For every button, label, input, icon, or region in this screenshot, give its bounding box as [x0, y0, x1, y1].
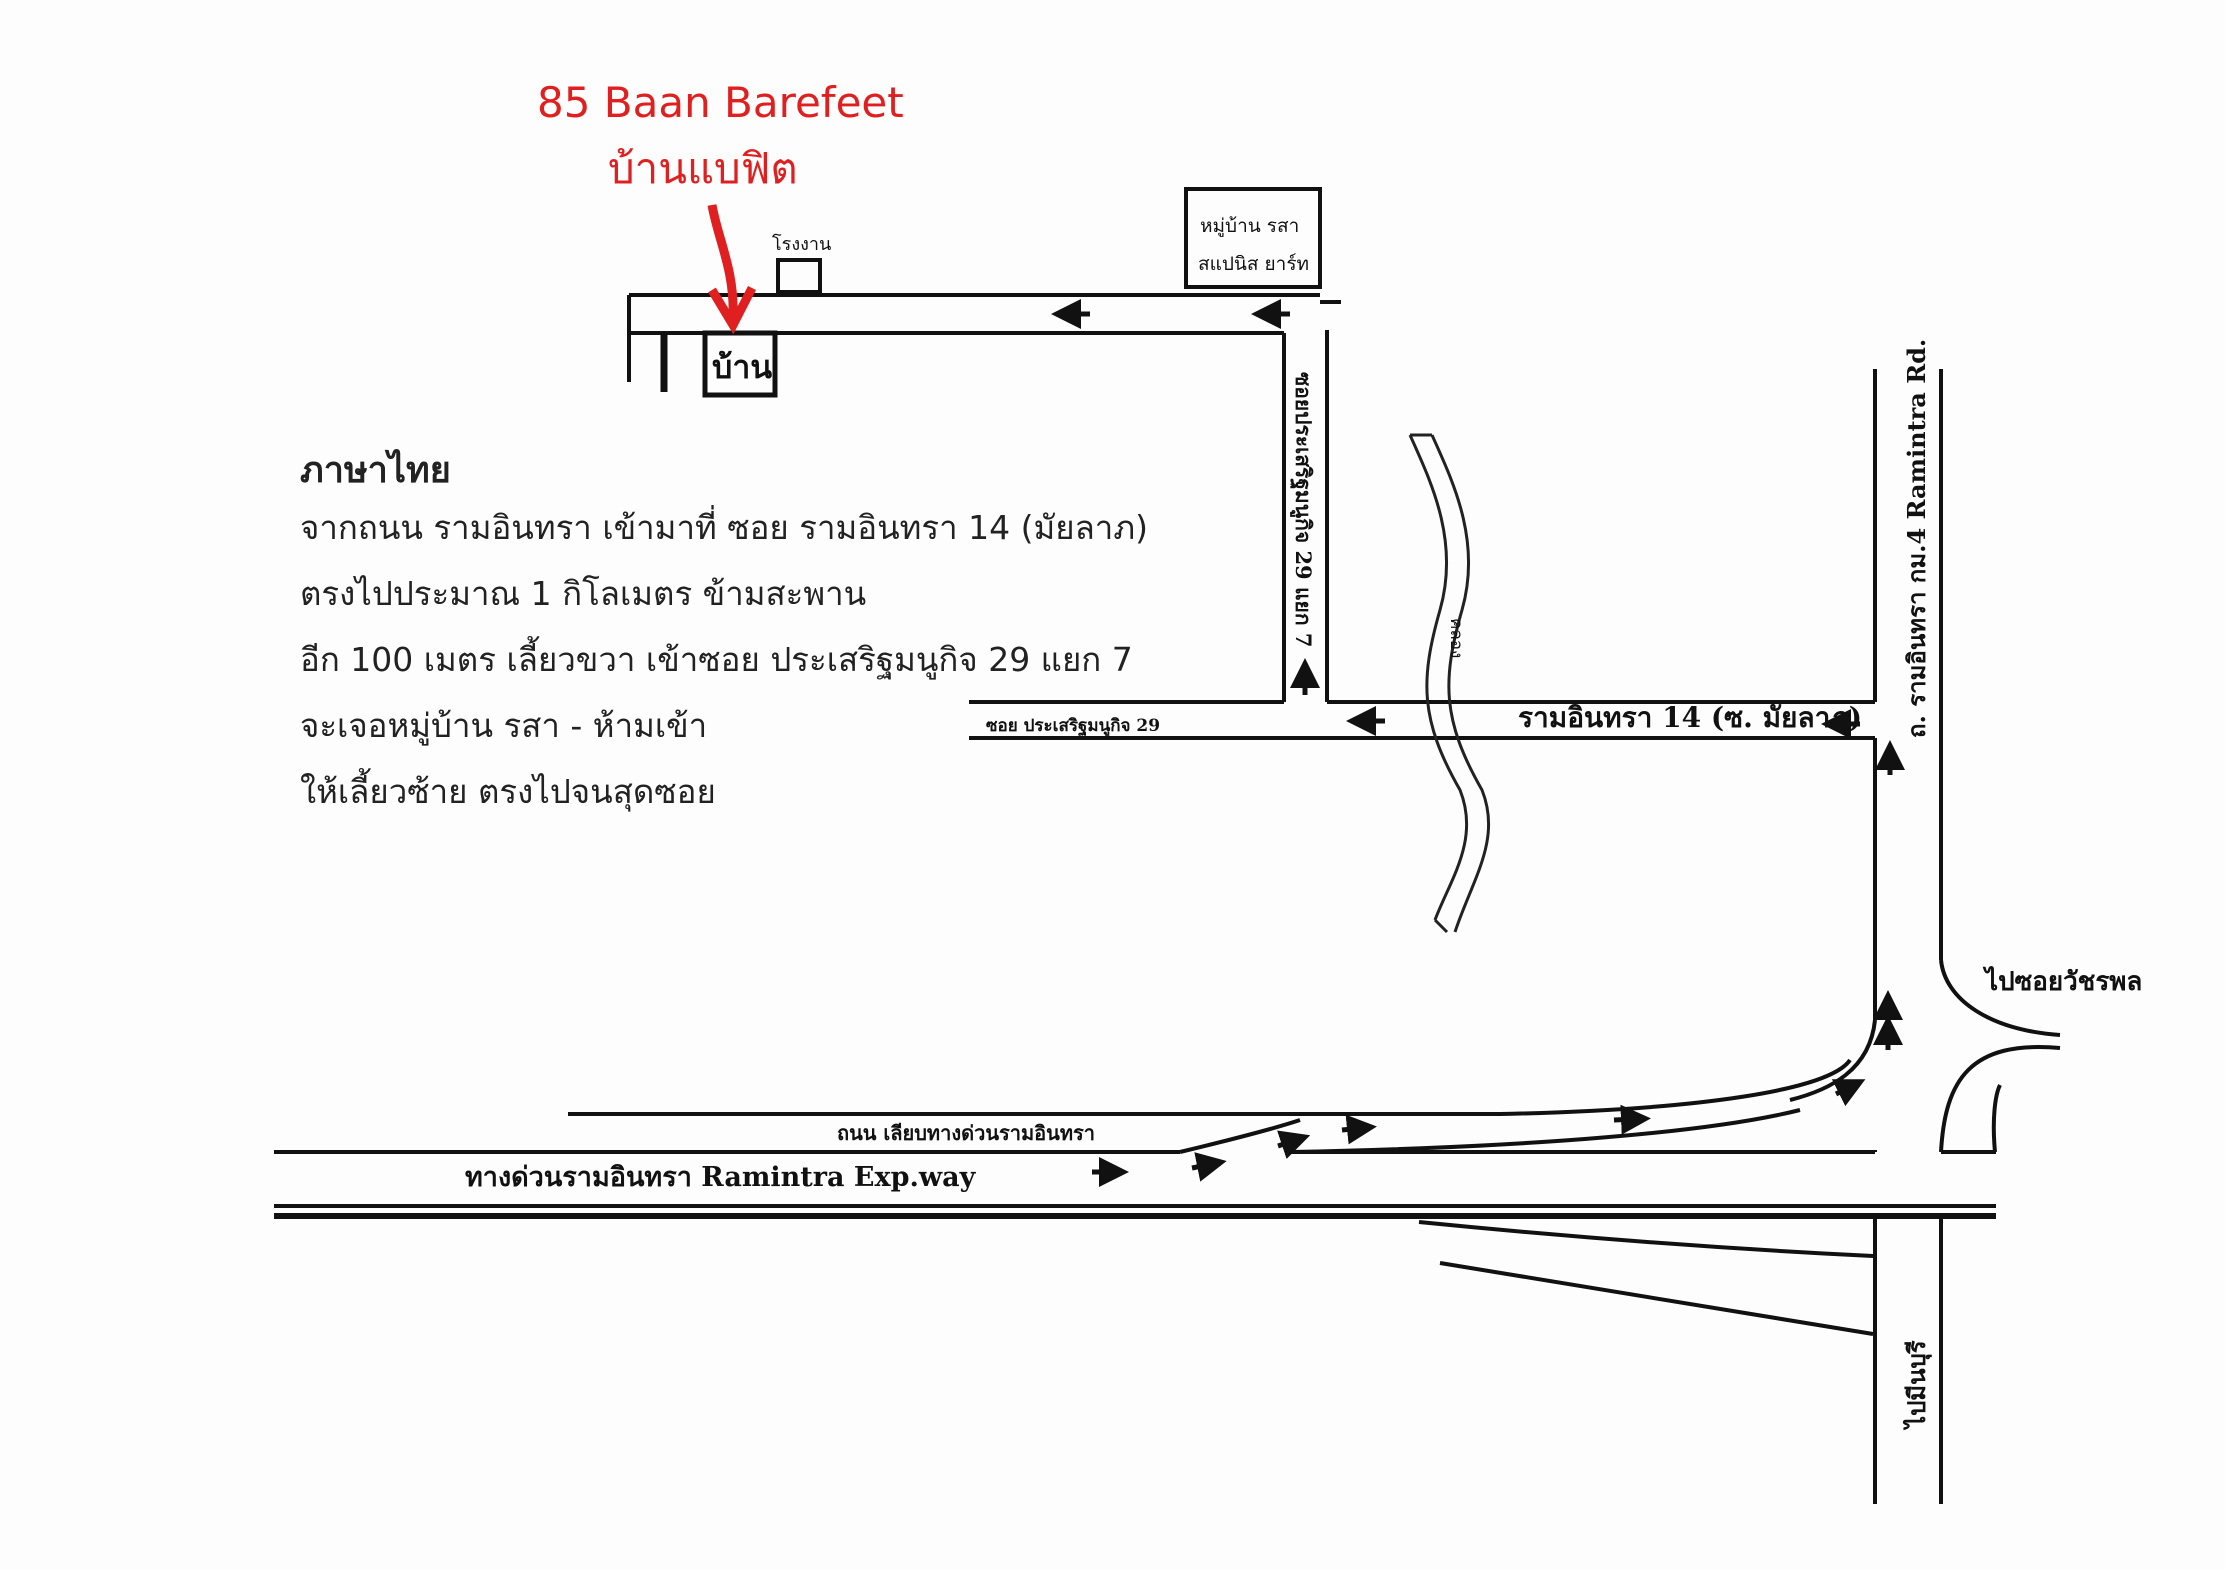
expressway-label: ทางด่วนรามอินทรา Ramintra Exp.way — [465, 1162, 977, 1193]
soi-29-7-road — [1282, 330, 1329, 702]
arrow-right-icon — [1613, 1104, 1651, 1135]
frontage-road-label: ถนน เลียบทางด่วนรามอินทรา — [837, 1121, 1095, 1145]
to-minburi-label: ไปมีนบุรี — [1902, 1340, 1933, 1431]
house-label: บ้าน — [712, 348, 772, 386]
place-title-th: บ้านแบฟิต — [608, 144, 798, 193]
house-marker — [702, 330, 778, 398]
ramintra-rd-label: ถ. รามอินทรา กม.4 Ramintra Rd. — [1902, 339, 1931, 738]
directions-line: จะเจอหมู่บ้าน รสา - ห้ามเข้า — [300, 706, 708, 745]
expressway — [274, 1150, 1996, 1336]
frontage-road — [568, 1058, 1852, 1154]
directions-text: ภาษาไทย จากถนน รามอินทรา เข้ามาที่ ซอย ร… — [300, 445, 1148, 825]
directions-line: อีก 100 เมตร เลี้ยวขวา เข้าซอย ประเสริฐม… — [300, 640, 1133, 679]
to-watcharaphon-label: ไปซอยวัชรพล — [1982, 965, 2142, 997]
village-label-2: สแปนิส ยาร์ท — [1198, 253, 1309, 275]
directions-line: จากถนน รามอินทรา เข้ามาที่ ซอย รามอินทรา… — [300, 508, 1148, 547]
traffic-arrows — [1051, 299, 1905, 1187]
arrow-right-icon — [1191, 1152, 1227, 1182]
arrow-right-icon — [1277, 1130, 1311, 1159]
canal — [1408, 433, 1491, 934]
ramintra-14-road — [969, 700, 1875, 740]
arrow-right-icon — [1831, 1079, 1866, 1107]
village-label-1: หมู่บ้าน รสา — [1200, 215, 1299, 237]
directions-line: ให้เลี้ยวซ้าย ตรงไปจนสุดซอย — [300, 772, 716, 811]
place-title-en: 85 Baan Barefeet — [537, 78, 904, 127]
village-box — [1184, 187, 1322, 289]
factory-box — [776, 258, 822, 294]
arrow-right-icon — [1341, 1114, 1377, 1145]
factory-label: โรงงาน — [772, 233, 831, 255]
soi-29-label: ซอย ประเสริฐมนูกิจ 29 — [986, 716, 1160, 737]
soi-29-7-label: ซอยประเสริฐมนูกิจ 29 แยก 7 — [1289, 372, 1316, 647]
directions-heading: ภาษาไทย — [300, 449, 451, 491]
location-pointer-arrow — [707, 204, 738, 319]
directions-line: ตรงไปประมาณ 1 กิโลเมตร ข้ามสะพาน — [300, 574, 867, 613]
canal-label: คลอง — [1446, 618, 1466, 658]
ramintra-14-label: รามอินทรา 14 (ซ. มัยลาภ) — [1518, 701, 1862, 734]
pointer-arrowhead-icon — [708, 285, 757, 335]
ramintra-road — [1789, 369, 2061, 1504]
